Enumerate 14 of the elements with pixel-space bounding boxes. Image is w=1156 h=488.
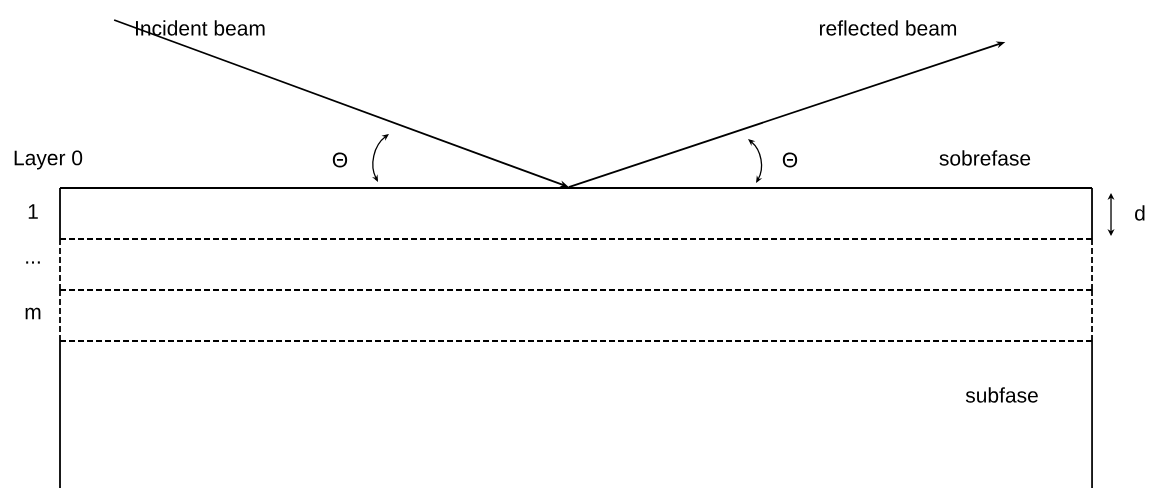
angle-symbol: Θ	[782, 152, 798, 168]
layer-band	[59, 289, 1093, 342]
phase-label: sobrefase	[939, 150, 1031, 166]
layer-label: Layer 0	[14, 150, 83, 170]
beam-label: reflected beam	[819, 20, 957, 36]
angle-symbol: Θ	[332, 152, 348, 168]
layer-band	[59, 238, 1093, 291]
beam-label: Incident beam	[136, 20, 265, 36]
layer-number: 1	[28, 204, 38, 219]
layer-number: m	[25, 307, 41, 320]
layer-band	[59, 187, 1093, 240]
region-label: subfase	[965, 387, 1038, 403]
thickness-label: d	[1135, 205, 1145, 221]
layer-number: ...	[26, 261, 40, 264]
